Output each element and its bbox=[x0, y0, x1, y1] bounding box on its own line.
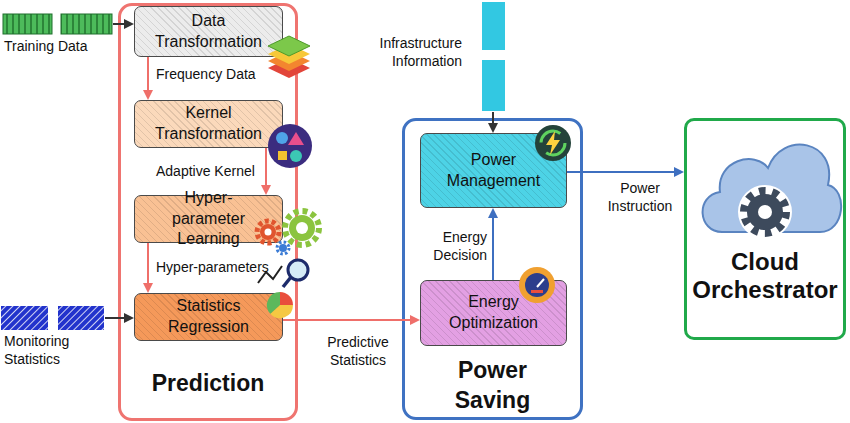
edge-label: Adaptive Kernel bbox=[156, 163, 264, 181]
arrow-head bbox=[124, 19, 134, 29]
box-label: Kernel Transformation bbox=[151, 103, 266, 145]
magnifier-icon bbox=[283, 277, 291, 287]
connector-arrow bbox=[283, 315, 420, 325]
gear-icon bbox=[257, 221, 279, 243]
connector-line bbox=[147, 243, 149, 283]
layer-icon bbox=[268, 36, 310, 56]
power-icon bbox=[541, 131, 565, 155]
data-source: Monitoring Statistics bbox=[0, 303, 105, 369]
gear-icon bbox=[744, 191, 786, 233]
training-data-block bbox=[3, 14, 52, 34]
box-label: Data Transformation bbox=[151, 11, 266, 53]
arrow-head bbox=[410, 315, 420, 325]
connector-arrow bbox=[113, 19, 134, 29]
kernel-icon bbox=[276, 132, 288, 144]
arrow-head bbox=[143, 90, 153, 100]
data-source: Training Data bbox=[0, 10, 113, 60]
connector-line bbox=[147, 57, 149, 90]
source-label: Infrastructure Information bbox=[372, 35, 462, 70]
gear-icon bbox=[279, 244, 287, 252]
arrow-head bbox=[261, 185, 271, 195]
monitoring-data-block bbox=[58, 306, 104, 330]
connector-line bbox=[492, 112, 494, 123]
gauge-icon bbox=[519, 267, 555, 303]
gear-icon bbox=[265, 229, 272, 236]
edge-label: Energy Decision bbox=[421, 229, 487, 264]
power-icon bbox=[535, 125, 571, 161]
pie-icon bbox=[280, 292, 293, 305]
connector-line bbox=[105, 317, 124, 319]
gear-icon bbox=[260, 224, 276, 240]
gear-backing bbox=[738, 185, 792, 239]
kernel-icon bbox=[288, 132, 304, 145]
connector-arrow bbox=[261, 148, 271, 195]
arrow-head bbox=[488, 208, 498, 218]
gear-icon bbox=[758, 205, 772, 219]
connector-line bbox=[113, 23, 124, 25]
arrow-head bbox=[124, 313, 134, 323]
arrow-head bbox=[674, 167, 684, 177]
gauge-icon bbox=[525, 273, 549, 297]
connector-arrow bbox=[105, 313, 134, 323]
connector-line bbox=[283, 319, 410, 321]
process-box: Hyper-parameter Learning bbox=[134, 195, 283, 243]
training-data-block bbox=[61, 14, 112, 34]
process-box: Kernel Transformation bbox=[134, 100, 283, 148]
connector-arrow bbox=[143, 57, 153, 100]
box-label: Hyper-parameter Learning bbox=[151, 188, 266, 250]
kernel-icon bbox=[290, 150, 302, 162]
kernel-icon bbox=[278, 151, 287, 160]
arrow-head bbox=[143, 283, 153, 293]
edge-label: Power Instruction bbox=[600, 180, 680, 215]
connector-arrow bbox=[488, 208, 498, 280]
edge-label: Predictive Statistics bbox=[318, 334, 398, 369]
gear-icon bbox=[296, 222, 308, 234]
connector-line bbox=[265, 148, 267, 185]
gear-icon bbox=[277, 242, 289, 254]
source-label: Training Data bbox=[4, 38, 114, 56]
connector-arrow bbox=[143, 243, 153, 293]
gauge-icon bbox=[531, 290, 543, 293]
kernel-icon bbox=[268, 124, 312, 168]
group-heading: Prediction bbox=[121, 369, 295, 398]
source-label: Monitoring Statistics bbox=[4, 333, 94, 368]
edge-label: Hyper-parameters bbox=[156, 259, 286, 277]
pie-icon bbox=[267, 292, 280, 314]
monitoring-data-block bbox=[1, 306, 48, 330]
box-label: Power Management bbox=[437, 150, 550, 192]
group-heading: Cloud Orchestrator bbox=[687, 248, 843, 304]
data-source: Infrastructure Information bbox=[372, 2, 506, 112]
power-icon bbox=[546, 131, 560, 155]
edge-label: Frequency Data bbox=[156, 66, 286, 84]
infrastructure-data-block bbox=[482, 2, 505, 50]
group-box: Prediction Data TransformationKernel Tran… bbox=[118, 3, 298, 421]
gear-icon bbox=[285, 211, 319, 245]
gear-icon bbox=[289, 215, 315, 241]
group-heading: Power Saving bbox=[427, 355, 558, 415]
process-box: Data Transformation bbox=[134, 6, 283, 57]
infrastructure-data-block bbox=[482, 60, 505, 111]
arrow-head bbox=[488, 123, 498, 133]
connector-line bbox=[567, 171, 674, 173]
connector-line bbox=[492, 218, 494, 280]
gauge-icon bbox=[537, 279, 544, 287]
connector-arrow bbox=[488, 112, 498, 133]
box-label: Statistics Regression bbox=[151, 296, 266, 338]
connector-arrow bbox=[567, 167, 684, 177]
process-box: Statistics Regression bbox=[134, 293, 283, 341]
